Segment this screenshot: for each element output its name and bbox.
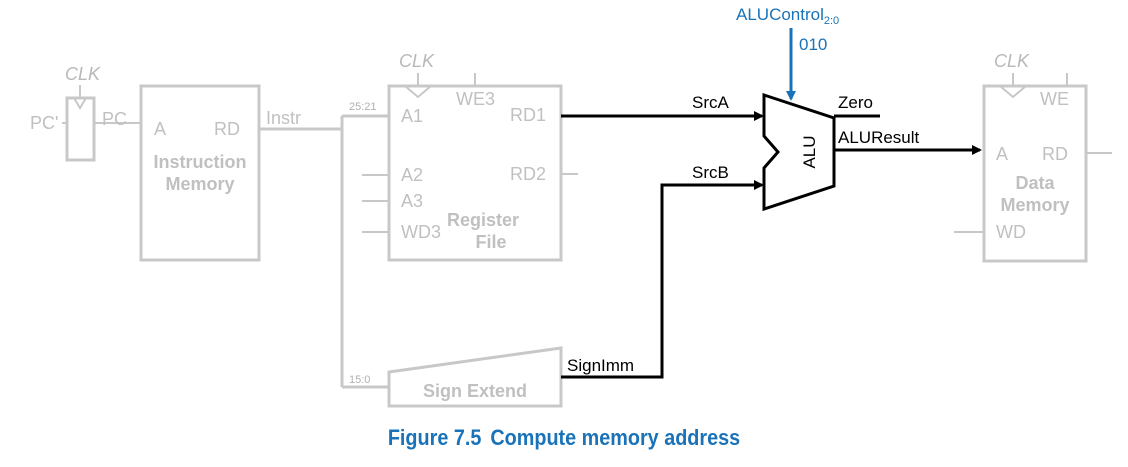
figure-number: Figure 7.5: [387, 425, 482, 450]
srcb-wire: [561, 180, 764, 379]
pc-clock-triangle: [73, 97, 87, 110]
imem-title-2: Memory: [165, 174, 234, 194]
pc-clk-label: CLK: [65, 64, 101, 84]
rf-we3-label: WE3: [456, 89, 495, 109]
dm-rd-label: RD: [1042, 144, 1068, 164]
dm-a-label: A: [996, 144, 1008, 164]
dm-we-label: WE: [1040, 89, 1069, 109]
alu-control-signal: ALUControl2:0 010: [736, 5, 839, 101]
active-paths: SrcA SrcB SignImm Zero ALUResult: [561, 93, 982, 379]
dm-clk-label: CLK: [994, 51, 1030, 71]
alucontrol-label: ALUControl2:0: [736, 5, 839, 27]
instr-label: Instr: [266, 108, 301, 128]
datapath-diagram: CLK PC' PC A RD Instruction Memory Instr…: [30, 5, 1112, 408]
instruction-memory: A RD Instruction Memory: [139, 84, 261, 262]
alucontrol-value: 010: [799, 35, 827, 54]
rf-clk-label: CLK: [399, 51, 435, 71]
bits-15-0-label: 15:0: [349, 374, 370, 386]
data-memory-box: [982, 84, 1088, 263]
imem-a-label: A: [154, 119, 166, 139]
pc-register: CLK PC' PC: [30, 64, 141, 162]
rf-a1-label: A1: [401, 106, 423, 126]
srcb-label: SrcB: [692, 163, 729, 182]
dm-title-2: Memory: [1000, 195, 1069, 215]
dm-wd-label: WD: [996, 222, 1026, 242]
rf-title-2: File: [475, 232, 506, 252]
dm-clock-triangle: [999, 85, 1027, 99]
sign-extend-unit: Sign Extend: [387, 346, 563, 408]
figure-title: Compute memory address: [490, 425, 741, 450]
imem-title-1: Instruction: [154, 152, 247, 172]
rf-a2-label: A2: [401, 165, 423, 185]
alu-label: ALU: [800, 135, 819, 168]
alu: ALU: [762, 92, 836, 212]
register-file: CLK WE3 A1 A2 A3 WD3 RD1 RD2 Register Fi…: [362, 51, 578, 262]
signimm-label: SignImm: [567, 356, 634, 375]
rf-wd3-label: WD3: [401, 222, 441, 242]
rf-a3-label: A3: [401, 191, 423, 211]
rf-title-1: Register: [447, 210, 519, 230]
sign-extend-label: Sign Extend: [423, 381, 527, 401]
zero-label: Zero: [838, 93, 873, 112]
rf-rd2-label: RD2: [510, 164, 546, 184]
alu-shape: [762, 92, 836, 212]
figure-caption: Figure 7.5 Compute memory address: [56, 425, 1071, 451]
pc-label: PC: [102, 109, 127, 129]
instruction-memory-box: [139, 84, 261, 262]
rf-rd1-label: RD1: [510, 105, 546, 125]
data-memory: CLK WE A RD Data Memory WD: [954, 51, 1112, 263]
dm-title-1: Data: [1015, 173, 1055, 193]
rf-clock-triangle: [404, 85, 432, 99]
instr-bus: Instr 25:21 15:0: [259, 101, 389, 389]
sign-extend-shape: [387, 346, 563, 408]
srca-label: SrcA: [692, 93, 730, 112]
imem-rd-label: RD: [214, 119, 240, 139]
aluresult-label: ALUResult: [838, 128, 920, 147]
pc-prime-label: PC': [30, 113, 58, 133]
bits-25-21-label: 25:21: [349, 101, 377, 113]
